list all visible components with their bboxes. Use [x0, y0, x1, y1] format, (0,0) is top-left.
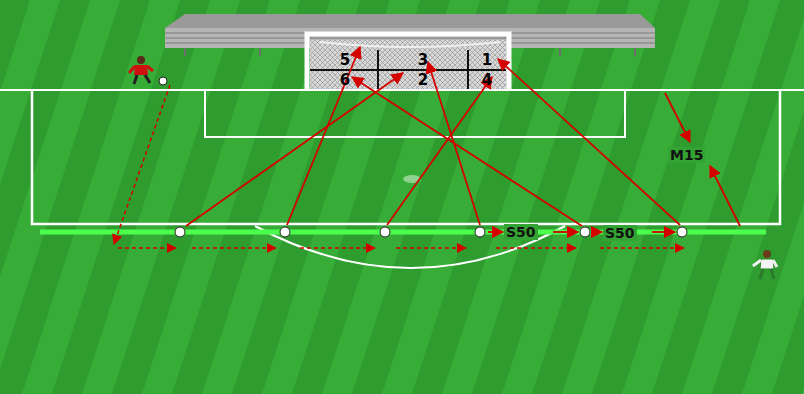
goal-zone: 1	[468, 50, 506, 70]
goal-zone: 6	[312, 71, 378, 90]
white-player	[753, 250, 777, 279]
zone-number: 2	[418, 73, 428, 88]
red-player	[129, 56, 153, 84]
zone-number: 5	[340, 53, 350, 68]
drill-label: M15	[668, 147, 705, 163]
goal-zone: 2	[378, 71, 468, 90]
zone-number: 3	[418, 53, 428, 68]
drill-label: S50	[603, 225, 637, 241]
goal-zone: 4	[468, 71, 506, 90]
zone-number: 4	[482, 73, 492, 88]
drill-label: S50	[504, 224, 538, 240]
goal-zone: 5	[312, 50, 378, 70]
balls	[159, 77, 687, 237]
zone-number: 6	[340, 73, 350, 88]
zone-number: 1	[482, 53, 492, 68]
goal-zone: 3	[378, 50, 468, 70]
